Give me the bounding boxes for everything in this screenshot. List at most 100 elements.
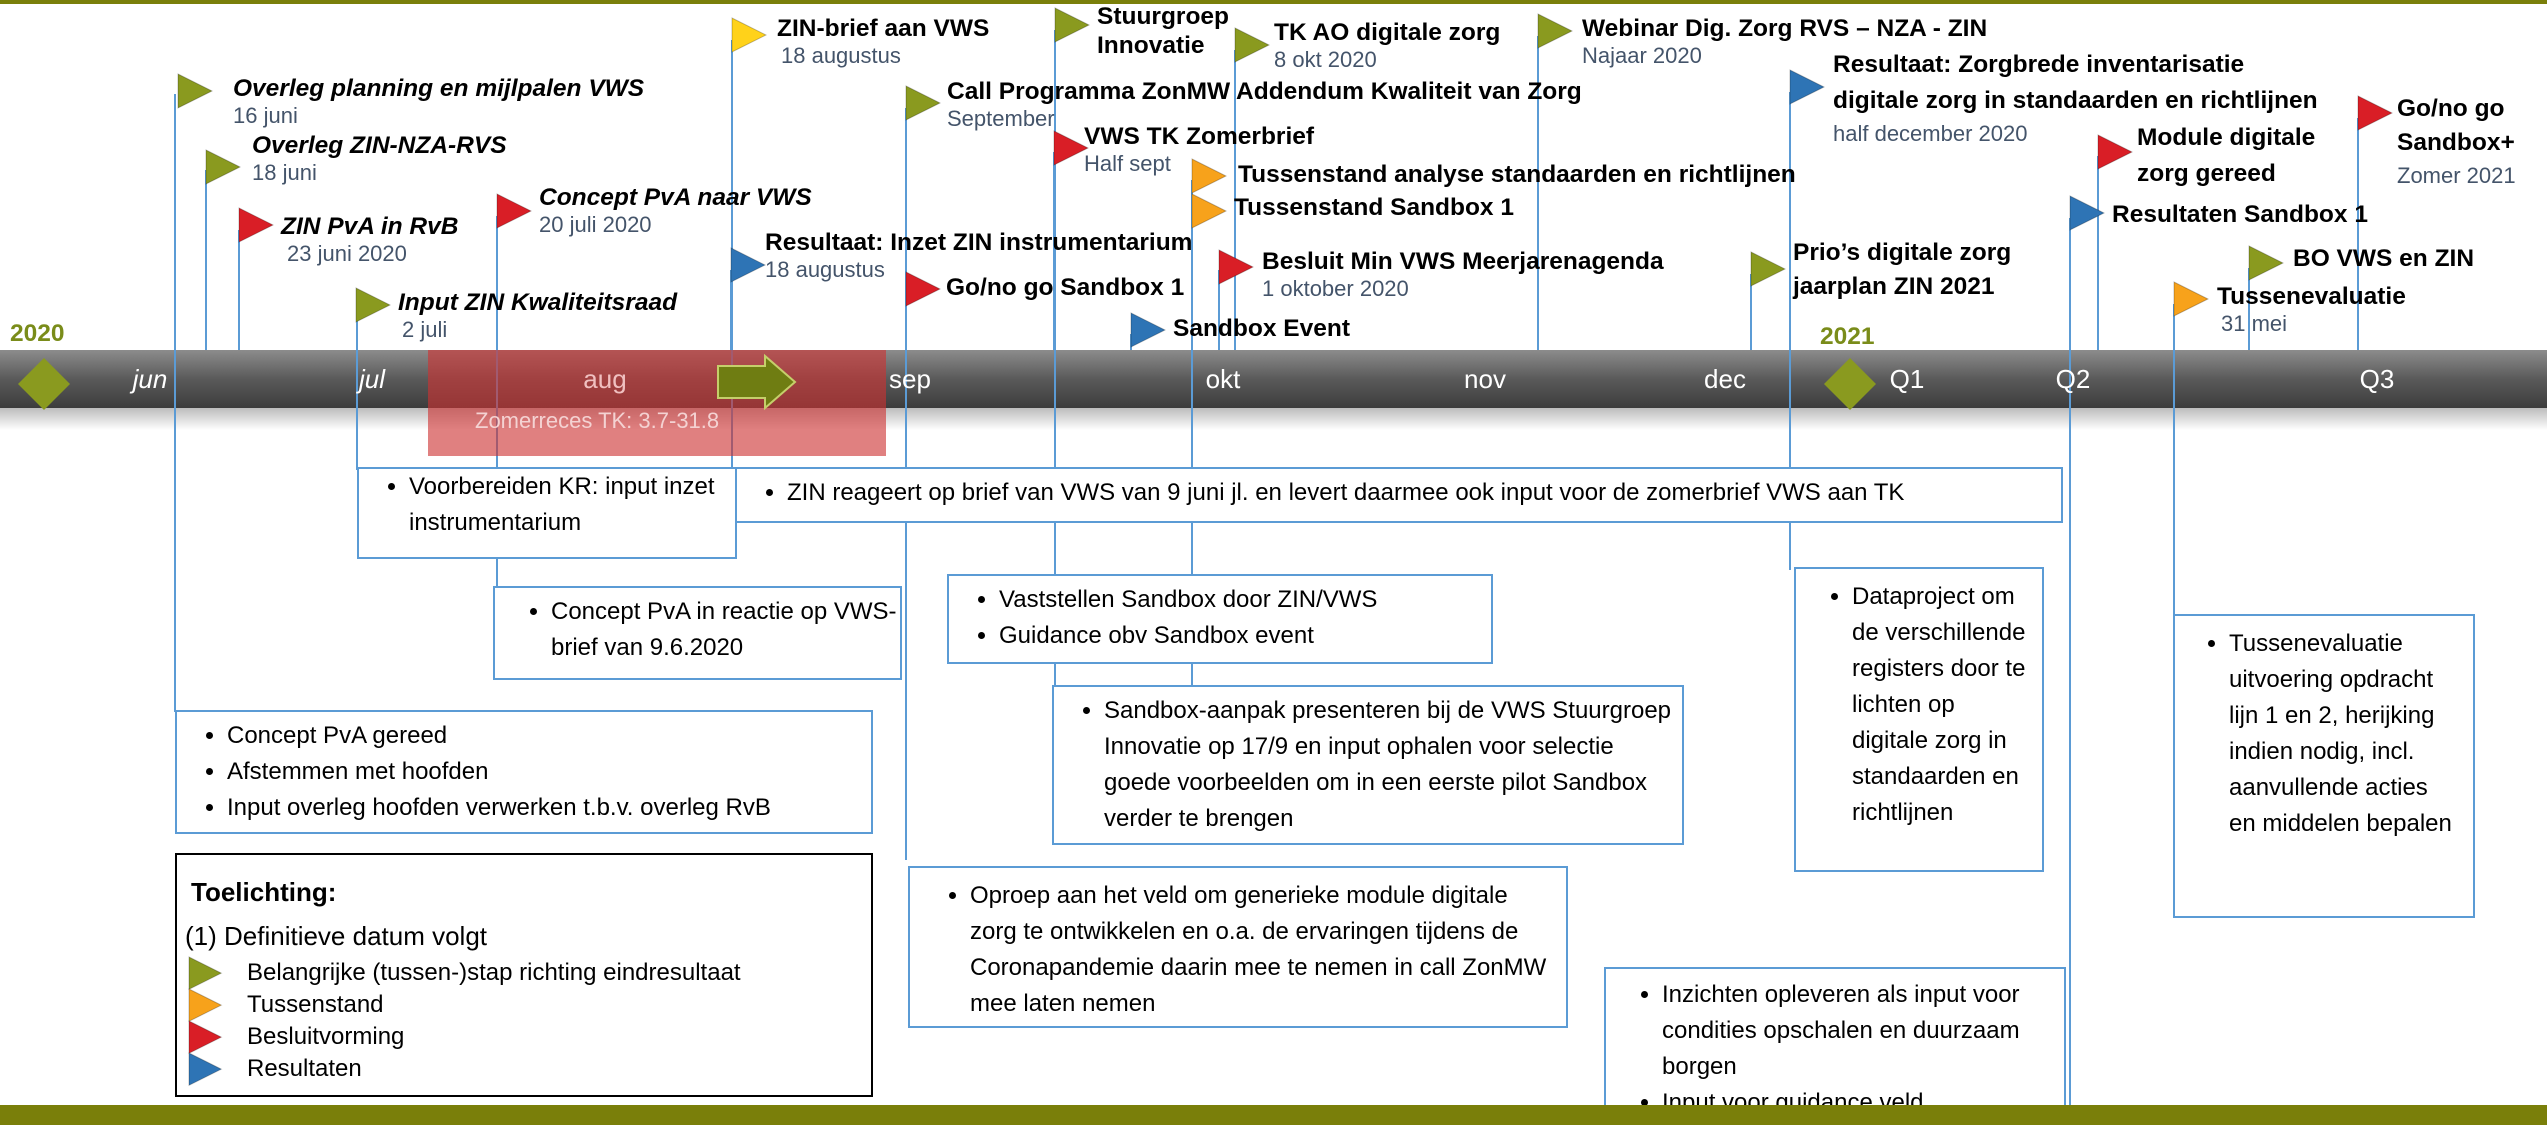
- box-item: Afstemmen met hoofden: [227, 754, 871, 790]
- event-bo-vws-zin: BO VWS en ZIN: [2293, 245, 2475, 272]
- legend-heading: Toelichting:: [191, 877, 337, 907]
- box-zin-reageert: ZIN reageert op brief van VWS van 9 juni…: [735, 467, 2063, 523]
- box-item: Guidance obv Sandbox event: [999, 618, 1491, 654]
- flag-blue-icon: [2069, 195, 2106, 231]
- month-nov: nov: [1464, 364, 1506, 394]
- bottom-accent-band: [0, 1105, 2547, 1125]
- box-concept-pva-gereed: Concept PvA gereedAfstemmen met hoofdenI…: [175, 710, 873, 834]
- box-item: Concept PvA gereed: [227, 718, 871, 754]
- month-aug: aug: [583, 364, 627, 394]
- flag-red-icon: [2097, 134, 2134, 170]
- month-jun: jun: [132, 364, 168, 394]
- box-tussenevaluatie: Tussenevaluatie uitvoering opdracht lijn…: [2173, 614, 2475, 918]
- month-okt: okt: [1205, 364, 1241, 394]
- flag-blue-icon: [730, 247, 767, 283]
- year-2020-diamond: [18, 358, 70, 410]
- flag-red-icon: [2357, 95, 2394, 131]
- event-tussenstand-analyse: Tussenstand analyse standaarden en richt…: [1238, 161, 1796, 188]
- box-item: Concept PvA in reactie op VWS-brief van …: [551, 594, 900, 666]
- flag-olive-icon: [177, 73, 214, 109]
- box-item: Oproep aan het veld om generieke module …: [970, 878, 1556, 1022]
- flag-olive-icon: [1537, 13, 1574, 49]
- legend-flag-olive-icon: [188, 956, 223, 991]
- legend-flags: [188, 956, 223, 1087]
- legend-flag-red-icon: [188, 1020, 223, 1055]
- flag-red-icon: [496, 193, 533, 229]
- legend-item-besluitvorming: Besluitvorming: [247, 1023, 405, 1050]
- event-resultaten-sandbox: Resultaten Sandbox 1: [2112, 201, 2368, 228]
- box-dataproject: Dataproject om de verschillende register…: [1794, 567, 2044, 872]
- month-dec: dec: [1704, 364, 1746, 394]
- flag-olive-icon: [205, 149, 242, 185]
- box-voorbereiden-kr: Voorbereiden KR: input inzet instrumenta…: [357, 467, 737, 559]
- month-jul: jul: [358, 364, 386, 394]
- year-2021-label: 2021: [1820, 323, 1875, 350]
- box-inzichten-opleveren: Inzichten opleveren als input voor condi…: [1604, 967, 2066, 1125]
- flag-blue-icon: [1130, 312, 1167, 348]
- legend-item-tussenstand: Tussenstand: [247, 991, 384, 1018]
- month-q2: Q2: [2055, 364, 2091, 394]
- legend-item-resultaten: Resultaten: [247, 1055, 362, 1082]
- current-period-arrow: [717, 353, 797, 411]
- timeline-bar: [0, 350, 2547, 408]
- flag-olive-icon: [1234, 27, 1271, 63]
- event-flags: [177, 7, 2394, 348]
- flag-red-icon: [1053, 130, 1090, 166]
- box-sandbox-aanpak: Sandbox-aanpak presenteren bij de VWS St…: [1052, 685, 1684, 845]
- legend-box: Toelichting: (1) Definitieve datum volgt…: [175, 853, 873, 1097]
- box-item: ZIN reageert op brief van VWS van 9 juni…: [787, 475, 2061, 511]
- box-item: Sandbox-aanpak presenteren bij de VWS St…: [1104, 693, 1672, 837]
- box-item: Input overleg hoofden verwerken t.b.v. o…: [227, 790, 871, 826]
- flag-red-icon: [905, 271, 942, 307]
- legend-flag-orange-icon: [188, 988, 223, 1023]
- timeline-markers: [18, 353, 1876, 411]
- flag-yellow-icon: [731, 17, 768, 53]
- flag-blue-icon: [1789, 69, 1826, 105]
- month-sep: sep: [889, 364, 931, 394]
- event-call-zonmw: Call Programma ZonMW Addendum Kwaliteit …: [947, 78, 1582, 132]
- box-item: Dataproject om de verschillende register…: [1852, 579, 2032, 831]
- box-item: Voorbereiden KR: input inzet instrumenta…: [409, 469, 735, 541]
- month-q3: Q3: [2359, 364, 2395, 394]
- box-item: Vaststellen Sandbox door ZIN/VWS: [999, 582, 1491, 618]
- flag-red-icon: [238, 207, 275, 243]
- event-tussenstand-sandbox: Tussenstand Sandbox 1: [1234, 194, 1514, 221]
- flag-olive-icon: [2248, 245, 2285, 281]
- event-sandbox-event: Sandbox Event: [1173, 315, 1350, 342]
- legend-item-belangrijke-stap: Belangrijke (tussen-)stap richting eindr…: [247, 959, 741, 986]
- year-2021-diamond: [1824, 358, 1876, 410]
- flag-olive-icon: [905, 85, 942, 121]
- month-q1: Q1: [1889, 364, 1925, 394]
- summer-recess-band: [428, 350, 886, 456]
- flag-olive-icon: [355, 287, 392, 323]
- flag-red-icon: [1218, 249, 1255, 285]
- box-concept-pva-reactie: Concept PvA in reactie op VWS-brief van …: [493, 586, 902, 680]
- year-2020-label: 2020: [10, 320, 65, 347]
- box-item: Inzichten opleveren als input voor condi…: [1662, 977, 2054, 1085]
- summer-recess-label: Zomerreces TK: 3.7-31.8: [475, 408, 720, 433]
- event-go-no-go-sandbox: Go/no go Sandbox 1: [946, 274, 1185, 301]
- flag-orange-icon: [2173, 281, 2210, 317]
- flag-orange-icon: [1191, 158, 1228, 194]
- top-accent-line: [0, 0, 2547, 4]
- flag-olive-icon: [1750, 251, 1787, 287]
- box-vaststellen-sandbox: Vaststellen Sandbox door ZIN/VWSGuidance…: [947, 574, 1493, 664]
- box-item: Tussenevaluatie uitvoering opdracht lijn…: [2229, 626, 2459, 842]
- legend-note: (1) Definitieve datum volgt: [185, 921, 488, 951]
- legend-flag-blue-icon: [188, 1052, 223, 1087]
